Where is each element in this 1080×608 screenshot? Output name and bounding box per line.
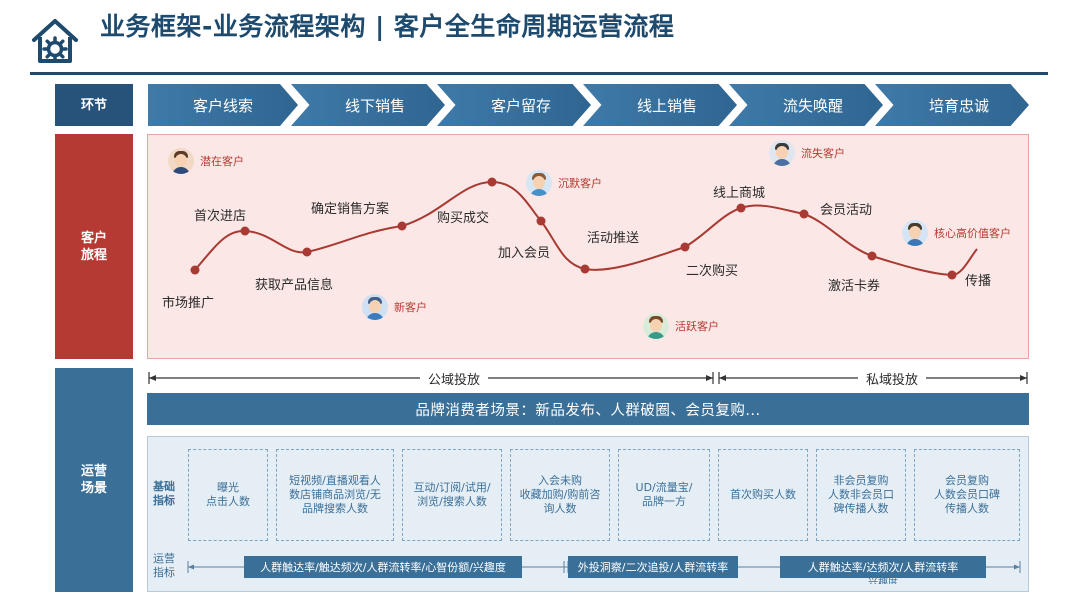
journey-step-label: 获取产品信息 xyxy=(255,278,334,293)
journey-node xyxy=(867,251,877,261)
journey-node xyxy=(397,221,407,231)
ops-label-line2: 场景 xyxy=(80,481,107,496)
journey-step-label: 二次购买 xyxy=(686,264,739,279)
person-avatar-icon xyxy=(902,220,928,246)
journey-step-label: 会员活动 xyxy=(820,203,873,218)
persona-label: 流失客户 xyxy=(801,147,845,160)
persona-label: 沉默客户 xyxy=(558,177,602,190)
journey-node xyxy=(947,270,957,280)
stage-label: 线下销售 xyxy=(344,96,405,115)
journey-node xyxy=(799,209,809,219)
journey-step-label: 活动推送 xyxy=(587,231,640,246)
stage-label: 客户线索 xyxy=(192,96,253,115)
journey-step-label: 市场推广 xyxy=(162,296,215,311)
journey-node xyxy=(536,216,546,226)
persona-core-vip: 核心高价值客户 xyxy=(902,220,1011,246)
stage-label: 客户留存 xyxy=(490,96,551,115)
journey-label-line1: 客户 xyxy=(80,230,107,246)
stage-chevron-4: 线上销售 xyxy=(583,84,737,126)
ops-metric-pill: 人群触达率/达频次/人群流转率 xyxy=(780,556,986,578)
journey-node xyxy=(302,247,312,257)
basic-metrics-label: 基础指标 xyxy=(153,480,175,507)
journey-step-label: 传播 xyxy=(965,274,992,289)
public-domain-label: 公域投放 xyxy=(420,369,489,388)
journey-step-label: 激活卡券 xyxy=(828,279,881,294)
metric-box-ud-traffic: UD/流量宝/品牌一方 xyxy=(618,449,710,541)
journey-node xyxy=(580,264,590,274)
person-avatar-icon xyxy=(168,148,194,174)
stage-chevron-2: 线下销售 xyxy=(291,84,445,126)
journey-step-label: 购买成交 xyxy=(437,211,490,226)
journey-step-label: 首次进店 xyxy=(194,209,247,224)
persona-churned: 流失客户 xyxy=(769,140,845,166)
journey-step-label: 加入会员 xyxy=(498,246,551,261)
metric-box-exposure: 曝光点击人数 xyxy=(188,449,268,541)
journey-panel xyxy=(147,134,1029,359)
metric-box-nonmember-repurchase: 非会员复购人数非会员口碑传播人数 xyxy=(816,449,906,541)
metric-box-video-live: 短视频/直播观看人数店铺商品浏览/无品牌搜索人数 xyxy=(276,449,394,541)
ops-metric-pill: 人群触达率/触达频次/人群流转率/心智份额/兴趣度 xyxy=(244,556,522,578)
stage-row-label: 环节 xyxy=(55,84,133,126)
journey-node xyxy=(736,203,746,213)
journey-step-label: 线上商城 xyxy=(713,186,766,201)
person-avatar-icon xyxy=(769,140,795,166)
stage-chevron-1: 客户线索 xyxy=(148,84,298,126)
journey-node xyxy=(680,242,690,252)
person-avatar-icon xyxy=(643,313,669,339)
persona-label: 潜在客户 xyxy=(200,155,244,168)
persona-label: 新客户 xyxy=(394,301,427,314)
house-gear-logo-icon xyxy=(32,19,78,63)
journey-row-label: 客户旅程 xyxy=(55,134,133,359)
persona-new: 新客户 xyxy=(362,294,427,320)
stage-label: 流失唤醒 xyxy=(782,96,843,115)
journey-label-line2: 旅程 xyxy=(80,247,107,263)
metric-box-member-no-purchase: 入会未购收藏加购/购前咨询人数 xyxy=(510,449,610,541)
persona-label: 核心高价值客户 xyxy=(934,227,1011,240)
journey-node xyxy=(240,226,250,236)
metric-box-member-repurchase: 会员复购人数会员口碑传播人数 xyxy=(914,449,1020,541)
stage-label: 培育忠诚 xyxy=(928,96,989,115)
page-title: 业务框架-业务流程架构 | 客户全生命周期运营流程 xyxy=(100,12,675,41)
title-divider xyxy=(30,72,1048,75)
stage-label: 线上销售 xyxy=(636,96,697,115)
stage-chevron-3: 客户留存 xyxy=(437,84,591,126)
metric-box-first-purchase: 首次购买人数 xyxy=(718,449,808,541)
ops-metric-pill: 外投洞察/二次追投/人群流转率 xyxy=(568,556,738,578)
persona-active: 活跃客户 xyxy=(643,313,719,339)
journey-node xyxy=(190,265,200,275)
stage-chevron-5: 流失唤醒 xyxy=(729,84,883,126)
journey-node xyxy=(487,177,497,187)
person-avatar-icon xyxy=(362,294,388,320)
ops-overflow-text: 兴趣度 xyxy=(868,577,898,584)
persona-silent: 沉默客户 xyxy=(526,170,602,196)
stage-chevron-6: 培育忠诚 xyxy=(875,84,1029,126)
journey-step-label: 确定销售方案 xyxy=(311,202,390,217)
persona-potential: 潜在客户 xyxy=(168,148,244,174)
private-domain-label: 私域投放 xyxy=(858,369,927,388)
journey-curve xyxy=(190,177,978,280)
person-avatar-icon xyxy=(526,170,552,196)
ops-metrics-label: 运营指标 xyxy=(153,552,175,579)
metric-box-interaction: 互动/订阅/试用/浏览/搜索人数 xyxy=(402,449,502,541)
ops-row-label: 运营场景 xyxy=(55,368,133,592)
scenario-banner: 品牌消费者场景：新品发布、人群破圈、会员复购... xyxy=(147,393,1029,425)
persona-label: 活跃客户 xyxy=(675,320,719,333)
ops-label-line1: 运营 xyxy=(80,464,107,479)
